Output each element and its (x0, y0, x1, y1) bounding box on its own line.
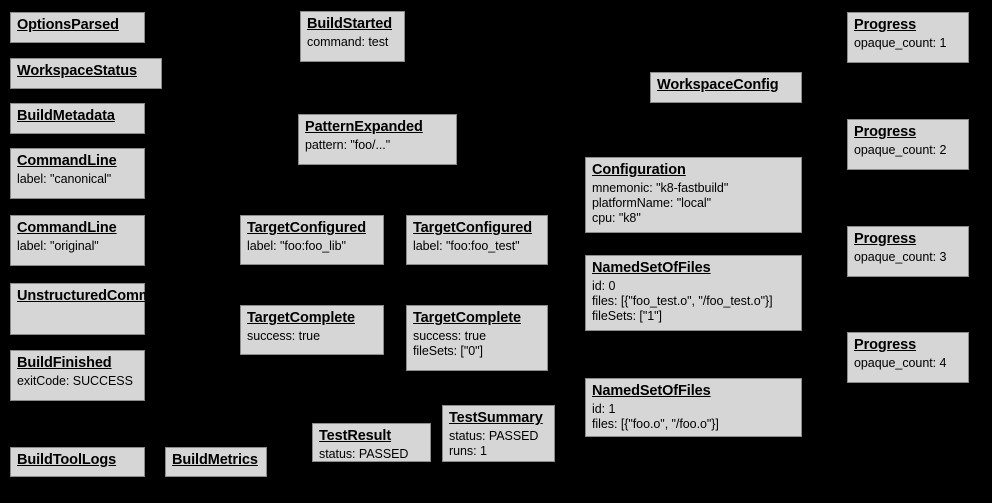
node-title: UnstructuredCommandLine (17, 288, 207, 304)
node-progress-3[interactable]: Progress opaque_count: 3 (847, 226, 969, 277)
node-field: id: 0 (592, 278, 616, 293)
node-field: opaque_count: 3 (854, 249, 947, 264)
node-build-metrics[interactable]: BuildMetrics (165, 447, 267, 477)
node-field: label: "foo:foo_test" (413, 238, 520, 253)
node-field: opaque_count: 1 (854, 35, 947, 50)
node-title: NamedSetOfFiles (592, 260, 711, 276)
node-field: opaque_count: 2 (854, 142, 947, 157)
node-field: success: true (247, 328, 320, 343)
node-title: TestSummary (449, 410, 543, 426)
node-workspace-status[interactable]: WorkspaceStatus (10, 58, 162, 89)
node-title: Progress (854, 17, 917, 33)
node-build-metadata[interactable]: BuildMetadata (10, 103, 145, 134)
node-title: WorkspaceConfig (657, 77, 779, 93)
node-target-configured-test[interactable]: TargetConfigured label: "foo:foo_test" (406, 215, 548, 265)
node-target-complete-lib[interactable]: TargetComplete success: true (240, 305, 384, 355)
node-title: TargetConfigured (413, 220, 532, 236)
node-field: status: PASSED (449, 428, 539, 443)
node-command-line-original[interactable]: CommandLine label: "original" (10, 215, 145, 266)
node-field: label: "canonical" (17, 171, 112, 186)
node-progress-1[interactable]: Progress opaque_count: 1 (847, 12, 969, 63)
node-field: label: "original" (17, 238, 99, 253)
node-build-finished[interactable]: BuildFinished exitCode: SUCCESS (10, 350, 145, 401)
node-field: files: [{"foo.o", "/foo.o"}] (592, 416, 719, 431)
node-configuration[interactable]: Configuration mnemonic: "k8-fastbuild"pla… (585, 157, 802, 233)
node-unstructured-command-line[interactable]: UnstructuredCommandLine (10, 283, 207, 335)
node-test-result[interactable]: TestResult status: PASSED (312, 423, 431, 462)
node-command-line-canonical[interactable]: CommandLine label: "canonical" (10, 148, 145, 199)
node-progress-4[interactable]: Progress opaque_count: 4 (847, 332, 969, 383)
node-title: Progress (854, 231, 917, 247)
node-title: OptionsParsed (17, 17, 119, 33)
node-title: CommandLine (17, 220, 117, 236)
node-title: BuildFinished (17, 355, 112, 371)
node-field: fileSets: ["0"] (413, 343, 483, 358)
node-field: label: "foo:foo_lib" (247, 238, 346, 253)
node-title: Progress (854, 124, 917, 140)
node-title: WorkspaceStatus (17, 63, 137, 79)
node-field: exitCode: SUCCESS (17, 373, 133, 388)
node-target-configured-lib[interactable]: TargetConfigured label: "foo:foo_lib" (240, 215, 384, 265)
node-title: BuildStarted (307, 16, 393, 32)
node-title: BuildMetadata (17, 108, 115, 124)
node-title: BuildMetrics (172, 452, 258, 468)
node-title: TestResult (319, 428, 392, 444)
node-field: mnemonic: "k8-fastbuild" (592, 180, 729, 195)
node-build-started[interactable]: BuildStarted command: test (300, 11, 405, 62)
node-title: BuildToolLogs (17, 452, 117, 468)
node-options-parsed[interactable]: OptionsParsed (10, 12, 145, 43)
node-pattern-expanded[interactable]: PatternExpanded pattern: "foo/..." (298, 114, 457, 165)
node-title: NamedSetOfFiles (592, 383, 711, 399)
node-field: pattern: "foo/..." (305, 137, 391, 152)
node-title: TargetConfigured (247, 220, 366, 236)
node-field: success: true (413, 328, 486, 343)
node-field: runs: 1 (449, 443, 487, 458)
node-field: opaque_count: 4 (854, 355, 947, 370)
node-workspace-config[interactable]: WorkspaceConfig (650, 72, 802, 103)
node-build-tool-logs[interactable]: BuildToolLogs (10, 447, 145, 477)
node-title: Progress (854, 337, 917, 353)
node-field: platformName: "local" (592, 195, 711, 210)
node-field: status: PASSED (319, 446, 409, 461)
node-field: id: 1 (592, 401, 616, 416)
node-progress-2[interactable]: Progress opaque_count: 2 (847, 119, 969, 170)
node-title: CommandLine (17, 153, 117, 169)
node-title: TargetComplete (247, 310, 355, 326)
node-field: fileSets: ["1"] (592, 309, 662, 324)
node-field: files: [{"foo_test.o", "/foo_test.o"}] (592, 293, 773, 308)
node-field: cpu: "k8" (592, 211, 641, 226)
node-title: TargetComplete (413, 310, 521, 326)
node-field: command: test (307, 34, 389, 49)
node-title: PatternExpanded (305, 119, 423, 135)
node-title: Configuration (592, 162, 686, 178)
